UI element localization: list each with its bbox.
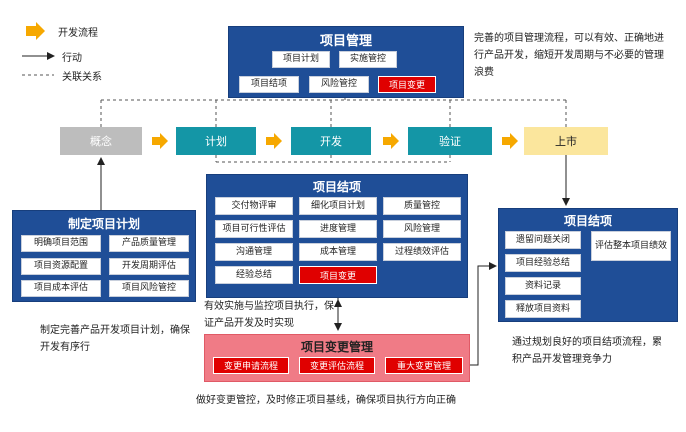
flow-arrow-icon <box>383 133 399 149</box>
make-plan-title: 制定项目计划 <box>67 217 140 231</box>
box-quality-control: 质量管控 <box>383 197 461 215</box>
box-evaluate-performance: 评估整本项目绩效 <box>591 231 671 261</box>
relation-lines <box>100 97 567 163</box>
box-risk-management: 项目风险管控 <box>109 280 189 297</box>
center-note: 有效实施与监控项目执行，保证产品开发及时实现 <box>204 301 334 329</box>
box-change-request: 变更申请流程 <box>213 357 289 374</box>
right-closure-panel: 项目结项 遗留问题关闭 项目经验总结 资料记录 释放项目资料 评估整本项目绩效 <box>498 208 678 322</box>
project-management-panel: 项目管理 项目计划 实施管控 项目结项 风险管控 项目变更 <box>228 26 464 98</box>
action-arrows <box>97 155 570 366</box>
make-plan-panel: 制定项目计划 明确项目范围 产品质量管理 项目资源配置 开发周期评估 项目成本评… <box>12 210 196 302</box>
legend-flow-label: 开发流程 <box>58 27 98 39</box>
box-resource-allocation: 项目资源配置 <box>21 258 101 275</box>
left-note: 制定完善产品开发项目计划，确保开发有序行 <box>40 325 190 353</box>
box-implementation-control: 实施管控 <box>339 51 397 68</box>
box-major-change: 重大变更管理 <box>385 357 463 374</box>
box-project-closure: 项目结项 <box>239 76 299 93</box>
box-cost-assessment: 项目成本评估 <box>21 280 101 297</box>
legend-action: 行动 <box>62 49 82 64</box>
orange-arrow-icon <box>26 22 45 40</box>
box-close-issues: 遗留问题关闭 <box>505 231 581 249</box>
box-refine-plan: 细化项目计划 <box>299 197 377 215</box>
box-risk-management-center: 风险管理 <box>383 220 461 238</box>
right-closure-title: 项目结项 <box>563 214 612 228</box>
center-closure-title: 项目结项 <box>312 180 361 194</box>
box-project-change-center: 项目变更 <box>299 266 377 284</box>
box-schedule-management: 进度管理 <box>299 220 377 238</box>
box-quality-management: 产品质量管理 <box>109 235 189 252</box>
change-management-panel: 项目变更管理 变更申请流程 变更评估流程 重大变更管理 <box>204 334 470 382</box>
legend-relation-label: 关联关系 <box>62 72 102 83</box>
flow-arrow-icon <box>266 133 282 149</box>
box-process-performance: 过程绩效评估 <box>383 243 461 261</box>
phase-develop: 开发 <box>291 127 371 155</box>
box-cycle-assessment: 开发周期评估 <box>109 258 189 275</box>
box-release-materials: 释放项目资料 <box>505 300 581 318</box>
box-risk-control: 风险管控 <box>309 76 369 93</box>
box-deliverable-review: 交付物评审 <box>215 197 293 215</box>
box-experience-lessons: 项目经验总结 <box>505 254 581 272</box>
phase-plan: 计划 <box>176 127 256 155</box>
box-define-scope: 明确项目范围 <box>21 235 101 252</box>
phase-concept: 概念 <box>60 127 142 155</box>
box-cost-management: 成本管理 <box>299 243 377 261</box>
legend-relation: 关联关系 <box>62 68 102 83</box>
box-communication-management: 沟通管理 <box>215 243 293 261</box>
box-experience-summary: 经验总结 <box>215 266 293 284</box>
box-change-evaluation: 变更评估流程 <box>299 357 375 374</box>
phase-launch: 上市 <box>524 127 608 155</box>
top-note: 完善的项目管理流程，可以有效、正确地进行产品开发，缩短开发周期与不必要的管理浪费 <box>474 33 664 78</box>
right-note: 通过规划良好的项目结项流程，累积产品开发管理竞争力 <box>512 337 662 365</box>
bottom-note: 做好变更管控，及时修正项目基线，确保项目执行方向正确 <box>196 395 456 406</box>
box-feasibility-assessment: 项目可行性评估 <box>215 220 293 238</box>
box-records: 资料记录 <box>505 277 581 295</box>
flow-arrow-icon <box>152 133 168 149</box>
phase-verify: 验证 <box>408 127 492 155</box>
legend-action-label: 行动 <box>62 53 82 64</box>
center-closure-panel: 项目结项 交付物评审 细化项目计划 质量管控 项目可行性评估 进度管理 风险管理… <box>206 174 468 298</box>
project-management-title: 项目管理 <box>319 34 372 49</box>
change-management-title: 项目变更管理 <box>300 340 373 354</box>
box-project-plan: 项目计划 <box>272 51 330 68</box>
flow-arrow-icon <box>502 133 518 149</box>
legend-flow: 开发流程 <box>24 22 98 40</box>
box-project-change-highlight: 项目变更 <box>378 76 436 93</box>
